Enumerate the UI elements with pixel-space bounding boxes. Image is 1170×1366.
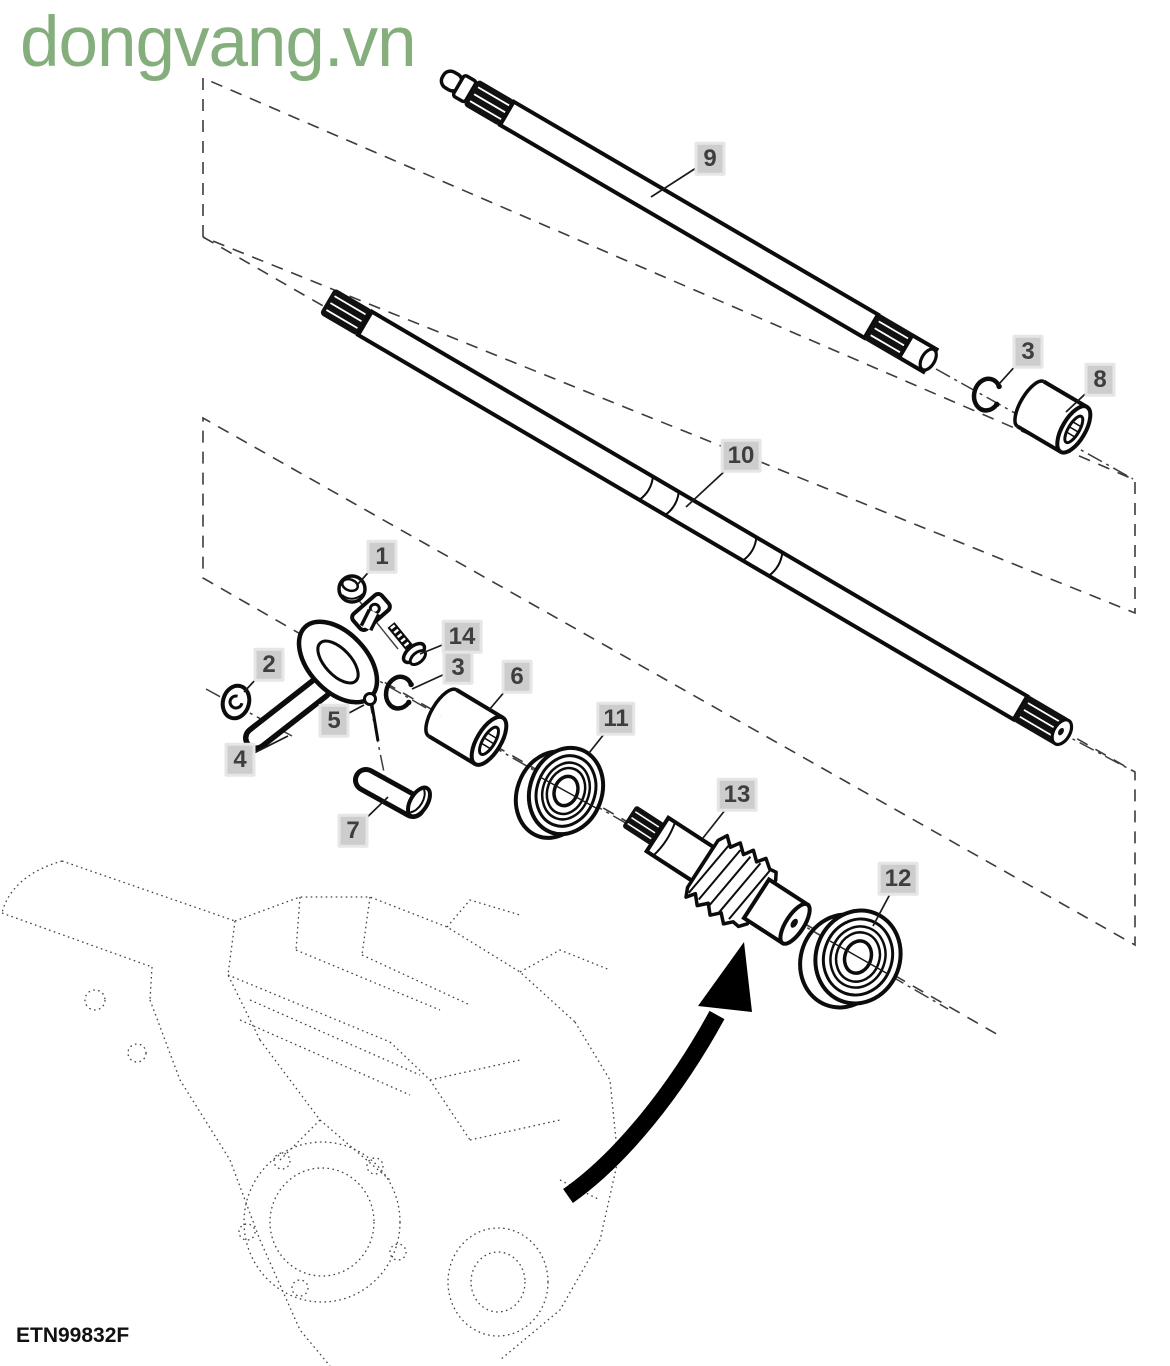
part-label-2: 2 — [253, 647, 285, 683]
part-label-12: 12 — [877, 861, 919, 897]
part-label-6: 6 — [501, 659, 533, 695]
pto-shaft-9 — [439, 69, 940, 375]
part-label-11: 11 — [596, 701, 636, 737]
watermark: dongvang.vn — [20, 3, 417, 82]
figure-code: ETN99832F — [16, 1324, 130, 1347]
spline-section — [623, 806, 664, 845]
bearing-axis-marks — [539, 776, 889, 975]
part-label-10: 10 — [720, 438, 762, 474]
spline-section — [864, 314, 913, 359]
pto-drive-shaft-10 — [320, 289, 1074, 747]
bushing-8 — [1013, 379, 1093, 455]
washer-2 — [220, 683, 252, 721]
part-label-3: 3 — [1012, 334, 1044, 370]
pinion-shaft-13 — [623, 806, 812, 946]
assembly-direction-arrow — [563, 942, 752, 1203]
transmission-housing-outline — [1, 860, 619, 1366]
part-label-1: 1 — [366, 539, 398, 575]
cotter-pin-5 — [363, 692, 380, 742]
spline-section — [464, 80, 513, 125]
part-label-3: 3 — [442, 650, 474, 686]
snap-ring-3-upper — [971, 376, 1002, 413]
clevis-pin-7 — [353, 767, 432, 819]
part-label-13: 13 — [716, 777, 758, 813]
part-label-4: 4 — [224, 742, 256, 778]
part-label-5: 5 — [318, 703, 350, 739]
shift-fork-4 — [243, 592, 392, 751]
part-label-8: 8 — [1084, 362, 1116, 398]
snap-ring-3-lower — [383, 674, 414, 711]
part-label-14: 14 — [441, 619, 483, 655]
bushing-6 — [424, 687, 509, 767]
spline-section — [320, 289, 372, 335]
ball-bearing-11 — [513, 745, 606, 840]
part-label-9: 9 — [694, 141, 726, 177]
part-label-7: 7 — [337, 813, 369, 849]
